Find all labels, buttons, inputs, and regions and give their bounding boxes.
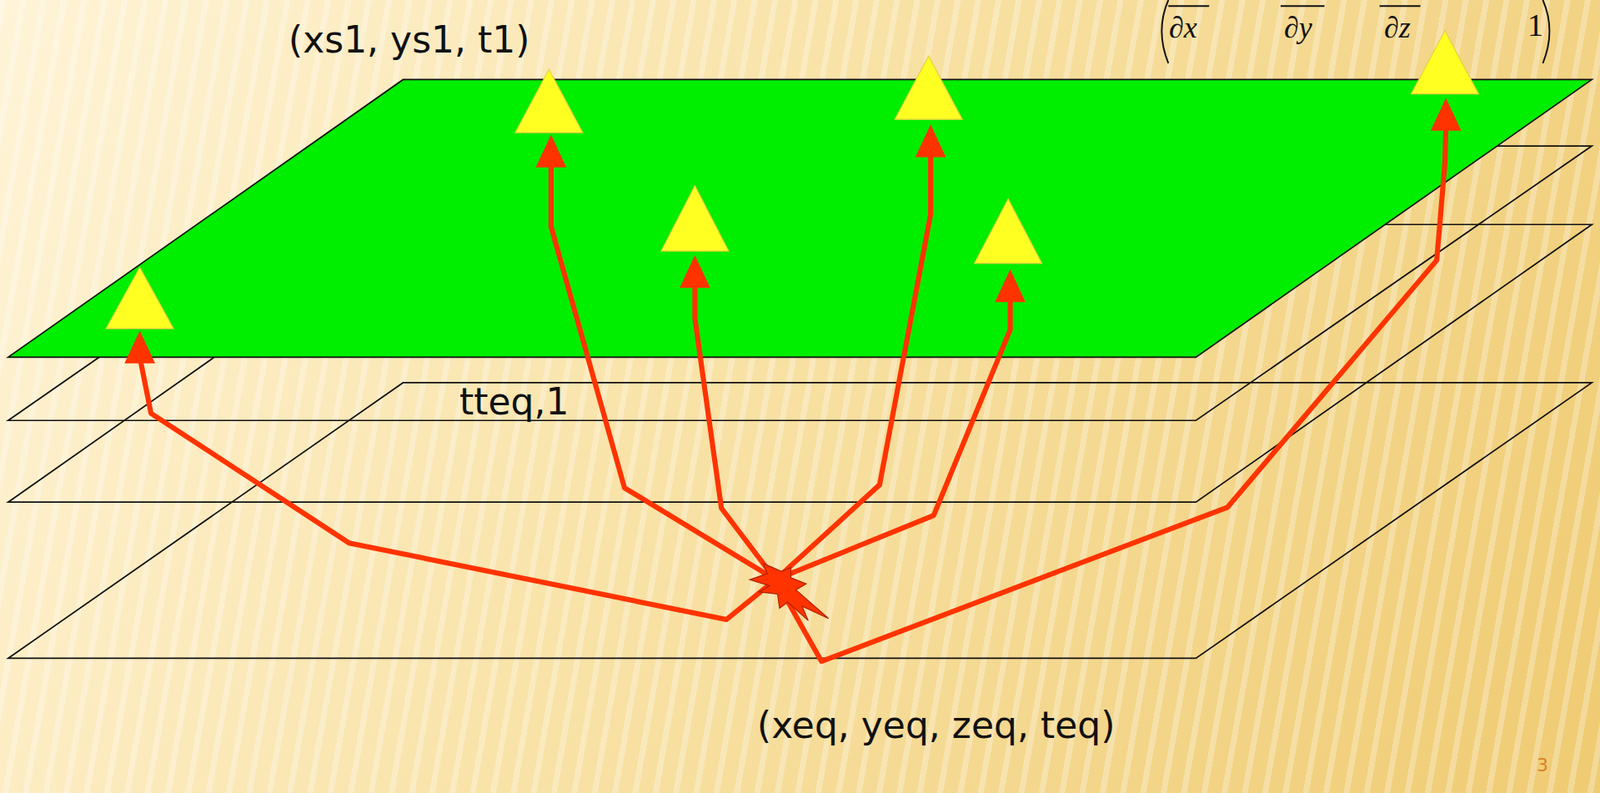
matrix-entry: ∂y	[1284, 11, 1313, 46]
travel-time-label: tteq,1	[459, 381, 569, 422]
hypocenter-coordinate-label: (xeq, yeq, zeq, teq)	[757, 705, 1115, 746]
page-number: 3	[1536, 755, 1549, 776]
matrix-entry: ∂x	[1168, 11, 1198, 46]
station-coordinate-label: (xs1, ys1, t1)	[288, 20, 530, 61]
matrix-entry: ∂z	[1384, 11, 1411, 46]
matrix-entry: 1	[1527, 8, 1544, 44]
